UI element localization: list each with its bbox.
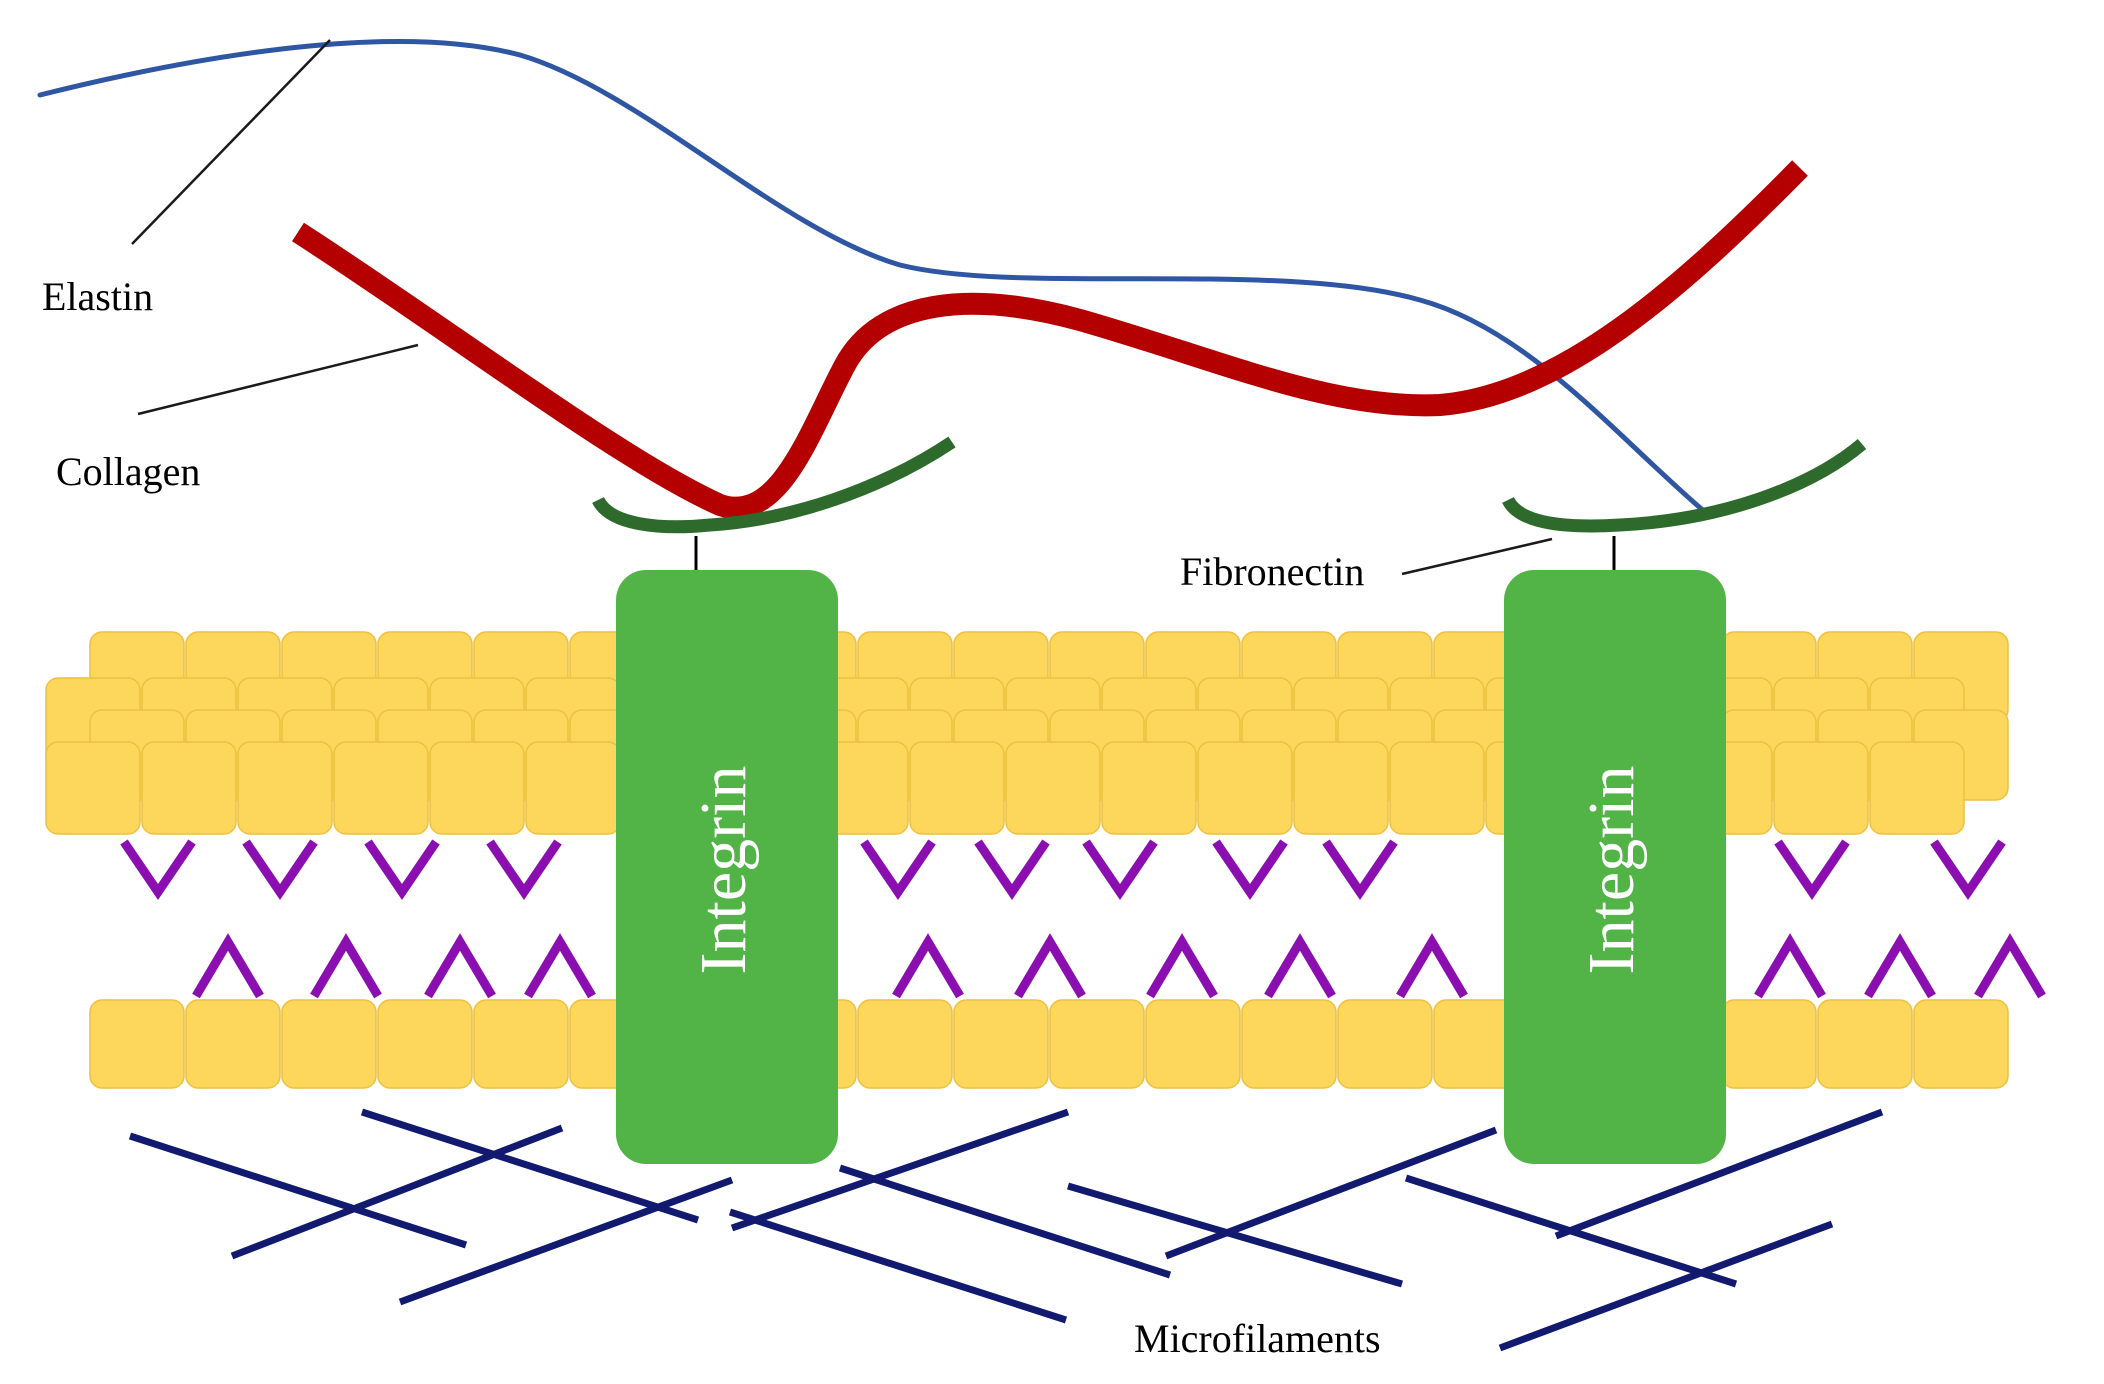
integrin-right: Integrin (1504, 570, 1726, 1164)
membrane-cell (953, 999, 1049, 1089)
membrane-cell (185, 999, 281, 1089)
lipid-tail (1864, 933, 1936, 999)
membrane-cell (1049, 999, 1145, 1089)
microfilament (398, 1176, 734, 1306)
lipid-tail (974, 839, 1050, 901)
integrin-left-label: Integrin (687, 766, 760, 975)
microfilament (728, 1208, 1068, 1324)
lipid-tail (1774, 839, 1850, 901)
lipid-tails (120, 839, 2046, 999)
microfilament (1164, 1126, 1498, 1260)
membrane-cell (1101, 741, 1197, 835)
membrane-cell (909, 741, 1005, 835)
membrane-cell (1389, 741, 1485, 835)
membrane-cell (45, 741, 141, 835)
microfilament (1498, 1220, 1834, 1352)
lipid-tail (860, 839, 936, 901)
lipid-tail (1396, 933, 1468, 999)
fibronectin-left (592, 436, 956, 534)
lipid-tail (1754, 933, 1826, 999)
lipid-tail (1322, 839, 1398, 901)
membrane-cell (1913, 999, 2009, 1089)
lipid-tail (424, 933, 496, 999)
lipid-tail (524, 933, 596, 999)
membrane-cell (473, 999, 569, 1089)
lipid-tail (242, 839, 318, 901)
fibronectin-label: Fibronectin (1180, 549, 1364, 594)
collagen-leader-line (137, 343, 419, 416)
lipid-tail (1264, 933, 1336, 999)
elastin-leader-line (131, 39, 331, 245)
membrane-cell (1773, 741, 1869, 835)
integrin-right-label: Integrin (1575, 766, 1648, 975)
membrane-cell (281, 999, 377, 1089)
membrane-cell (1241, 999, 1337, 1089)
lipid-tail (892, 933, 964, 999)
membrane-cell (1293, 741, 1389, 835)
membrane-cell (1817, 999, 1913, 1089)
microfilament (128, 1132, 468, 1249)
elastin-label: Elastin (42, 274, 153, 319)
membrane-cell (1869, 741, 1965, 835)
fibronectin-right (1502, 439, 1867, 533)
lipid-tail (310, 933, 382, 999)
membrane-cell (525, 741, 621, 835)
collagen-fiber (292, 160, 1808, 519)
lipid-tail (486, 839, 562, 901)
membrane-cell (377, 999, 473, 1089)
integrin-left: Integrin (616, 570, 838, 1164)
microfilaments-network (128, 1108, 1884, 1352)
lipid-tail (120, 839, 196, 901)
fibronectin-leader-line (1401, 537, 1553, 576)
membrane-cell (141, 741, 237, 835)
membrane-cell (1197, 741, 1293, 835)
microfilament (230, 1124, 564, 1260)
lipid-tail (192, 933, 264, 999)
microfilament (730, 1108, 1070, 1232)
microfilament (1554, 1108, 1884, 1240)
membrane-cell (1145, 999, 1241, 1089)
lipid-tail (1974, 933, 2046, 999)
lipid-tail (1930, 839, 2006, 901)
lipid-tail (1146, 933, 1218, 999)
membrane-cell (857, 999, 953, 1089)
membrane-cell (333, 741, 429, 835)
lipid-tail (364, 839, 440, 901)
membrane-cell (89, 999, 185, 1089)
microfilament (1067, 1182, 1403, 1288)
lipid-tail (1082, 839, 1158, 901)
elastin-fiber (37, 39, 1708, 515)
membrane-cell (429, 741, 525, 835)
microfilament (838, 1164, 1172, 1279)
membrane-cell (1721, 999, 1817, 1089)
membrane-cell (1337, 999, 1433, 1089)
lipid-tail (1014, 933, 1086, 999)
collagen-label: Collagen (56, 449, 200, 494)
membrane-cell (237, 741, 333, 835)
microfilaments-label: Microfilaments (1134, 1316, 1381, 1361)
microfilament (360, 1108, 700, 1224)
membrane-cell (1005, 741, 1101, 835)
lipid-tail (1212, 839, 1288, 901)
